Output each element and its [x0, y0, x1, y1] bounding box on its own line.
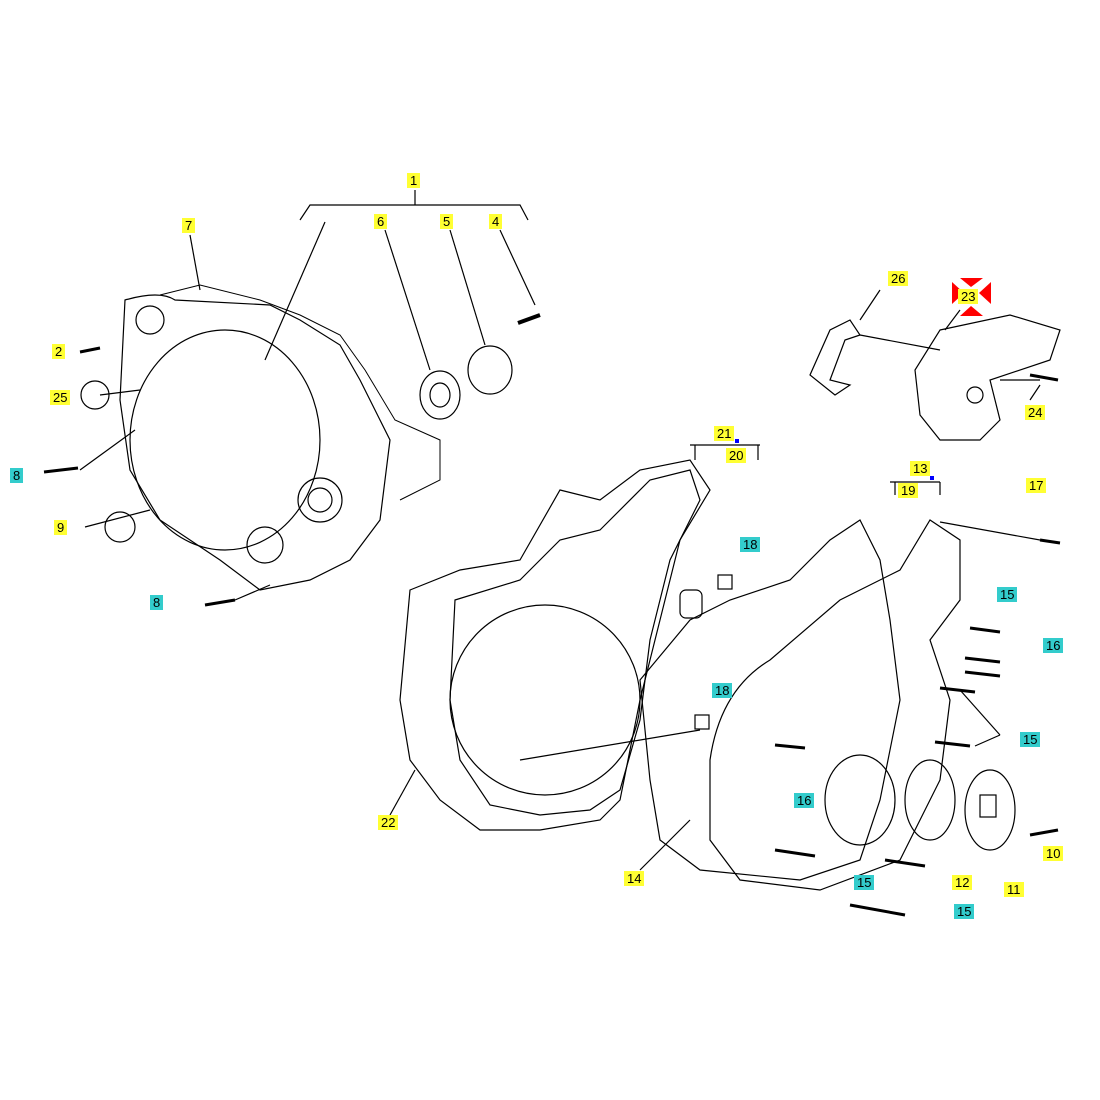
part-label-5[interactable]: 5 — [440, 214, 454, 229]
spacer-opening — [449, 604, 641, 796]
part-label-26[interactable]: 26 — [888, 271, 909, 286]
gasket-22 — [399, 459, 711, 831]
part-label-20[interactable]: 20 — [726, 448, 747, 463]
part-label-7[interactable]: 7 — [182, 218, 196, 233]
part-label-25[interactable]: 25 — [50, 390, 71, 405]
screw-4 — [517, 313, 541, 325]
ignition-cover-13 — [709, 519, 961, 891]
part-label-12[interactable]: 12 — [952, 875, 973, 890]
cover-hub — [824, 754, 896, 846]
clutch-cover-dome — [129, 329, 321, 551]
gasket-14 — [639, 519, 901, 881]
part-label-22[interactable]: 22 — [378, 815, 399, 830]
gasket-12 — [904, 759, 956, 841]
marker-13 — [930, 476, 934, 480]
part-label-8[interactable]: 8 — [10, 468, 24, 483]
clutch-cover — [119, 294, 391, 591]
part-label-4[interactable]: 4 — [489, 214, 503, 229]
part-label-2[interactable]: 2 — [52, 344, 66, 359]
bearing-20 — [679, 589, 703, 619]
part-label-16[interactable]: 16 — [1043, 638, 1064, 653]
screw-8b — [204, 598, 236, 607]
screw-2 — [79, 346, 101, 354]
part-label-1[interactable]: 1 — [407, 173, 421, 188]
part-label-15c[interactable]: 15 — [854, 875, 875, 890]
part-label-18b[interactable]: 18 — [712, 683, 733, 698]
gasket-5 — [467, 345, 513, 395]
part-label-15d[interactable]: 15 — [954, 904, 975, 919]
part-label-24[interactable]: 24 — [1025, 405, 1046, 420]
part-label-9[interactable]: 9 — [54, 520, 68, 535]
part-label-18[interactable]: 18 — [740, 537, 761, 552]
part-label-8b[interactable]: 8 — [150, 595, 164, 610]
part-label-16b[interactable]: 16 — [794, 793, 815, 808]
screw-10 — [1029, 828, 1059, 837]
screw-24 — [1029, 373, 1059, 382]
brand-logo — [979, 794, 997, 818]
part-label-10[interactable]: 10 — [1043, 846, 1064, 861]
part-label-15b[interactable]: 15 — [1020, 732, 1041, 747]
part-label-23[interactable]: 23 — [958, 289, 979, 304]
part-label-13[interactable]: 13 — [910, 461, 931, 476]
part-label-14[interactable]: 14 — [624, 871, 645, 886]
part-label-17[interactable]: 17 — [1026, 478, 1047, 493]
marker-21 — [735, 439, 739, 443]
screw-8a — [43, 466, 79, 474]
bearing-6 — [419, 370, 461, 420]
cover-gasket — [159, 284, 441, 501]
plug-11 — [964, 769, 1016, 851]
dowel-18b — [694, 714, 710, 730]
seal-25 — [80, 380, 110, 410]
guard-23 — [914, 314, 1061, 441]
seal-9 — [104, 511, 136, 543]
part-label-21[interactable]: 21 — [714, 426, 735, 441]
part-label-19[interactable]: 19 — [898, 483, 919, 498]
part-label-15[interactable]: 15 — [997, 587, 1018, 602]
bracket-26 — [809, 319, 861, 396]
part-label-6[interactable]: 6 — [374, 214, 388, 229]
part-label-11[interactable]: 11 — [1004, 882, 1024, 897]
dowel-18a — [717, 574, 733, 590]
spacer-21 — [449, 469, 701, 816]
